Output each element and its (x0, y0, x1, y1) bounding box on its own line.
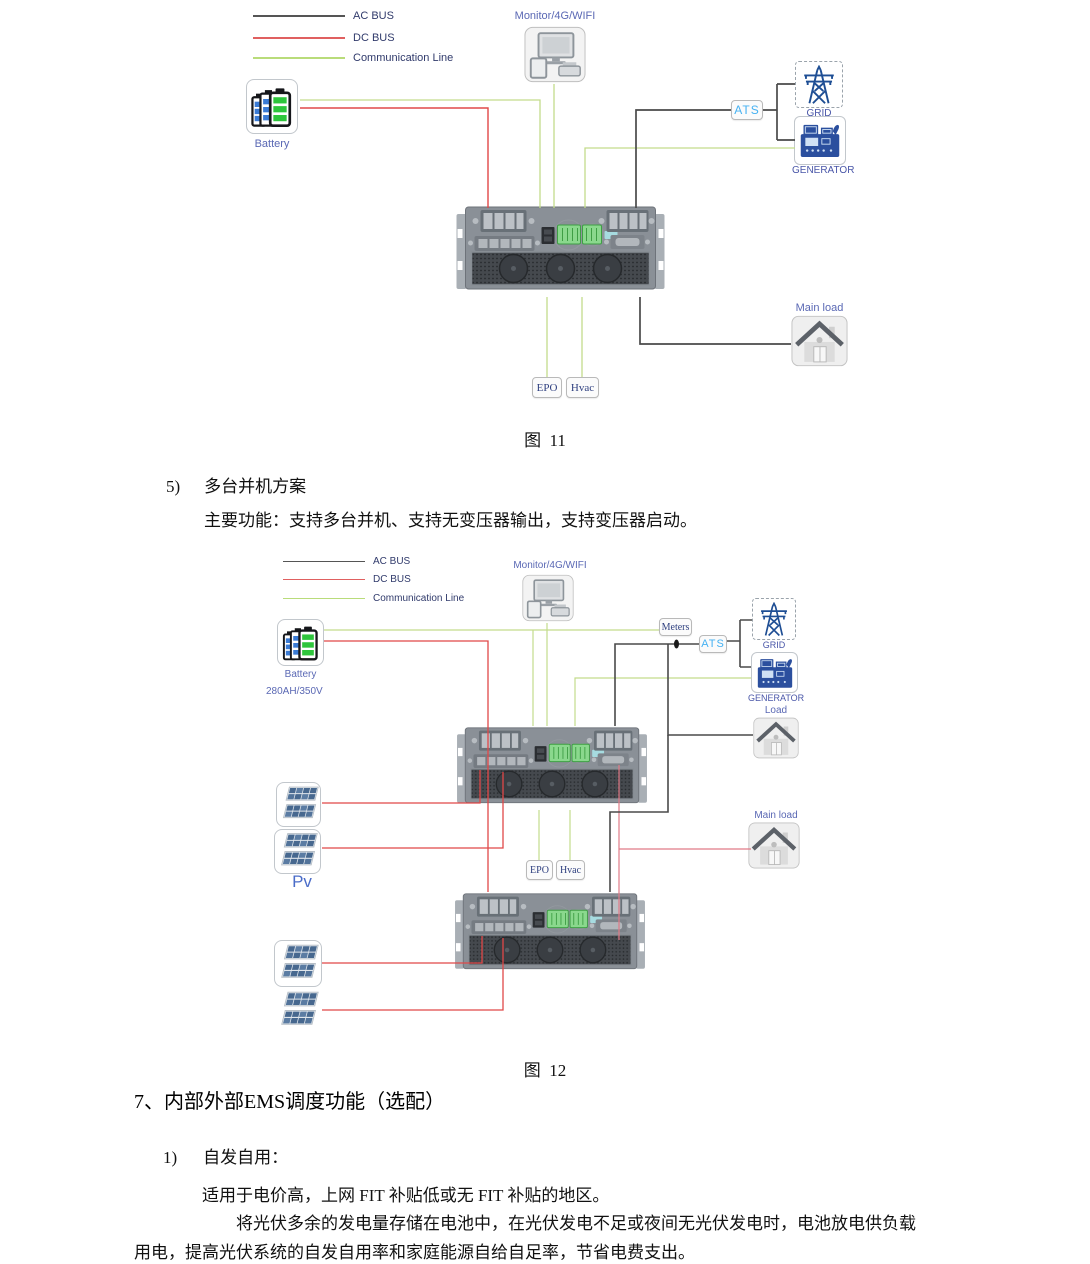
pv-label: Pv (292, 872, 312, 891)
house-icon (753, 716, 799, 760)
node-grid-d2: GRID (752, 598, 796, 650)
legend-label: Communication Line (353, 52, 454, 64)
section7-heading: 7、内部外部EMS调度功能（选配） (134, 1091, 446, 1113)
item1-title: 自发自用： (203, 1148, 289, 1167)
legend-label: AC BUS (353, 10, 394, 22)
section5-number: 5) (166, 477, 181, 496)
pv-panel-icon-3 (274, 940, 322, 987)
section5-body: 主要功能：支持多台并机、支持无变压器输出，支持变压器启动。 (204, 511, 697, 530)
figure-caption-12: 图 12 (523, 1061, 567, 1080)
legend-item-communication-line: Communication Line (253, 52, 453, 64)
node-main-load-d2: Main load (748, 810, 804, 875)
section5-title: 多台并机方案 (204, 477, 307, 496)
inverter-rack-d2-secondary (450, 892, 650, 981)
ac-bus-line-sample (253, 15, 345, 17)
node-battery-d1: Battery (246, 79, 298, 150)
generator-label: GENERATOR (792, 165, 855, 176)
meters-label: Meters (661, 621, 690, 633)
node-generator-d1: GENERATOR (792, 116, 855, 176)
communication-line-sample (283, 598, 365, 599)
meters-box: Meters (659, 618, 692, 636)
generator-icon (751, 652, 798, 693)
node-main-load-d1: Main load (791, 302, 848, 373)
legend-item-ac-bus: AC BUS (253, 10, 394, 22)
main-load-label: Main load (795, 302, 844, 314)
generator-label: GENERATOR (748, 693, 805, 703)
bus-node-dot (674, 639, 679, 649)
legend-label: Communication Line (373, 593, 465, 604)
grid-label: GRID (762, 640, 786, 650)
load-label: Load (764, 705, 788, 716)
legend-label: DC BUS (353, 32, 395, 44)
monitor-icon (522, 574, 574, 627)
legend-label: DC BUS (373, 574, 411, 585)
monitor-label: Monitor/4G/WIFI (514, 10, 596, 22)
epo-label: EPO (530, 864, 549, 876)
hvac-box-d1: Hvac (566, 377, 599, 398)
section7-para2-line1: 将光伏多余的发电量存储在电池中，在光伏发电不足或夜间无光伏发电时，电池放电供负载 (236, 1214, 916, 1233)
communication-line-sample (253, 57, 345, 59)
ac-bus-line-sample (283, 561, 365, 562)
ats-box-d1: ATS (731, 100, 763, 120)
legend-item-communication-line-d2: Communication Line (283, 593, 464, 604)
epo-box-d2: EPO (526, 860, 553, 880)
section7-item1: 1) 自发自用： (163, 1143, 288, 1168)
hvac-label: Hvac (559, 864, 582, 876)
inverter-rack-d2-primary (452, 726, 652, 815)
generator-icon (794, 116, 846, 165)
item1-number: 1) (163, 1148, 178, 1167)
ats-box-d2: ATS (699, 635, 727, 653)
epo-label: EPO (536, 381, 558, 394)
dc-bus-line-sample (283, 579, 365, 580)
legend-item-dc-bus-d2: DC BUS (283, 574, 411, 585)
monitor-label: Monitor/4G/WIFI (513, 560, 587, 571)
figure-caption-11: 图 11 (524, 431, 566, 450)
grid-icon (795, 61, 843, 108)
house-icon (748, 821, 800, 870)
node-monitor-d1: Monitor/4G/WIFI (505, 10, 605, 22)
hvac-label: Hvac (570, 381, 595, 394)
section7-para2-line2: 用电，提高光伏系统的自发自用率和家庭能源自给自足率，节省电费支出。 (134, 1243, 695, 1262)
battery-label: Battery (284, 669, 317, 680)
node-load: Load (753, 705, 799, 765)
epo-box-d1: EPO (532, 377, 562, 398)
legend-label: AC BUS (373, 556, 411, 567)
ats-label: ATS (701, 638, 725, 650)
ats-label: ATS (734, 103, 760, 117)
battery-icon (246, 79, 298, 134)
battery-label: Battery (254, 138, 290, 150)
monitor-icon (524, 26, 586, 88)
legend-item-dc-bus: DC BUS (253, 32, 395, 44)
grid-label: GRID (806, 108, 832, 119)
battery-icon (277, 619, 324, 666)
battery-spec-label: 280AH/350V (266, 686, 323, 697)
dc-bus-line-sample (253, 37, 345, 39)
pv-panel-icon-4 (274, 988, 321, 1033)
main-load-label: Main load (754, 810, 798, 821)
section7-para1: 适用于电价高，上网 FIT 补贴低或无 FIT 补贴的地区。 (202, 1186, 610, 1205)
inverter-rack-d1 (453, 205, 668, 302)
node-generator-d2: GENERATOR (748, 652, 805, 703)
legend-item-ac-bus-d2: AC BUS (283, 556, 410, 567)
pv-panel-icon-1 (276, 782, 321, 827)
node-monitor-d2: Monitor/4G/WIFI (505, 560, 595, 571)
node-grid-d1: GRID (795, 61, 843, 119)
house-icon (791, 314, 848, 368)
section5-item: 5) 多台并机方案 (166, 472, 306, 497)
pv-panel-icon-2 (274, 829, 321, 874)
grid-icon (752, 598, 796, 640)
node-battery-d2: Battery (277, 619, 324, 680)
hvac-box-d2: Hvac (556, 860, 585, 880)
